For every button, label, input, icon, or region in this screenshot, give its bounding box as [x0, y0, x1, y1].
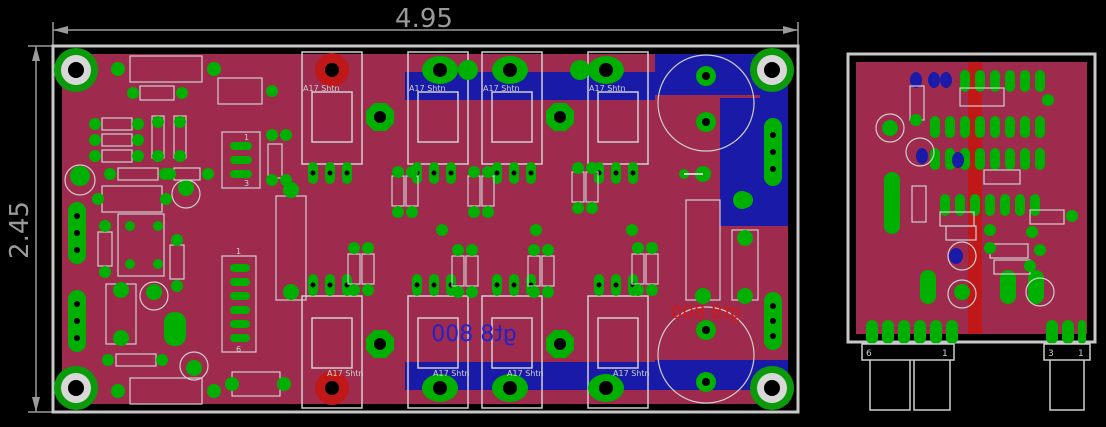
width-dimension-label: 4.95	[395, 4, 453, 34]
connector-label-c1-b: 3	[244, 179, 249, 188]
connector-icon	[221, 131, 261, 353]
component-label-br1: A17 Shtn	[327, 369, 364, 378]
ic-pin-rows	[884, 70, 1045, 304]
side-connector-label-l-right: 1	[942, 349, 948, 359]
connector-label-c1-a: 1	[244, 133, 249, 142]
height-dimension-label: 2.45	[5, 201, 35, 259]
transistor-bottom-row	[301, 295, 649, 409]
mounting-hole-icon	[54, 366, 98, 410]
side-connector-label-l-left: 6	[866, 349, 872, 359]
side-connector-label-r-left: 3	[1048, 349, 1054, 359]
component-label-br4: A17 Shtn	[613, 369, 650, 378]
side-connector-pads	[866, 320, 1086, 344]
connector-icon	[861, 343, 1091, 411]
pad-icon	[348, 162, 751, 298]
copper-text-blue: gt8 800	[431, 322, 517, 347]
component-label-tr4: A17 Shtn	[589, 84, 626, 93]
component-label-tr2: A17 Shtn	[409, 84, 446, 93]
component-label-tr3: A17 Shtn	[483, 84, 520, 93]
side-board: 6 1 3 1	[846, 52, 1097, 411]
component-label-tr1: A17 Shtn	[303, 84, 340, 93]
mounting-hole-icon	[750, 366, 794, 410]
dimension-lines	[28, 22, 799, 413]
side-connector-label-r-right: 1	[1078, 349, 1084, 359]
component-label-br3: A17 Shtn	[507, 369, 544, 378]
component-label-br2: A17 Shtn	[433, 369, 470, 378]
capacitor-icon	[657, 54, 755, 404]
mounting-hole-icon	[54, 48, 98, 92]
connector-label-c2-b: 6	[236, 345, 241, 354]
small-pads-left	[70, 62, 292, 398]
main-board: A17 Shtn A17 Shtn A17 Shtn A17 Shtn A17 …	[51, 44, 800, 414]
copper-text-red: gt8 800	[671, 302, 741, 323]
mounting-hole-icon	[750, 48, 794, 92]
connector-label-c2-a: 1	[236, 247, 241, 256]
